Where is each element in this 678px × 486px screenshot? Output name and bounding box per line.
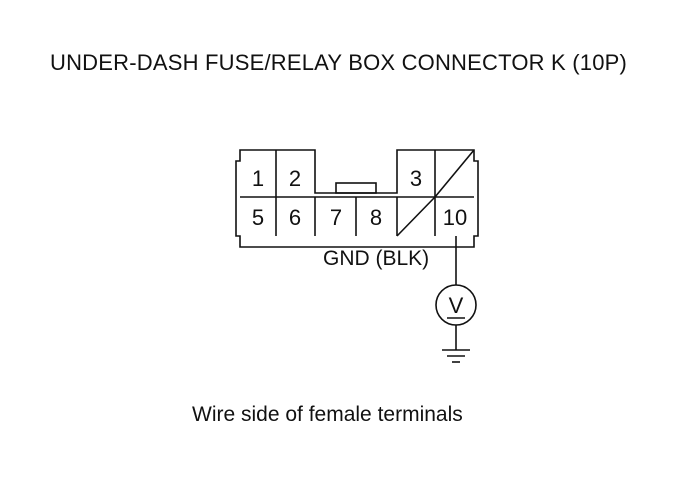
ground-icon bbox=[442, 349, 470, 363]
connector-lock-tab bbox=[335, 182, 377, 194]
terminal-3: 3 bbox=[410, 166, 422, 191]
empty-cavity-9 bbox=[396, 196, 436, 237]
terminal-1: 1 bbox=[252, 166, 264, 191]
diagram-caption: Wire side of female terminals bbox=[192, 403, 463, 426]
diagram-title: UNDER-DASH FUSE/RELAY BOX CONNECTOR K (1… bbox=[50, 50, 628, 75]
terminal-10: 10 bbox=[443, 205, 467, 230]
terminal-8: 8 bbox=[370, 205, 382, 230]
connector-outline bbox=[235, 149, 479, 248]
terminal-6: 6 bbox=[289, 205, 301, 230]
terminal-7: 7 bbox=[330, 205, 342, 230]
wire-label: GND (BLK) bbox=[323, 247, 429, 270]
terminal-5: 5 bbox=[252, 205, 264, 230]
voltmeter-label: V bbox=[449, 293, 464, 318]
terminal-2: 2 bbox=[289, 166, 301, 191]
empty-cavity-4 bbox=[434, 149, 475, 198]
